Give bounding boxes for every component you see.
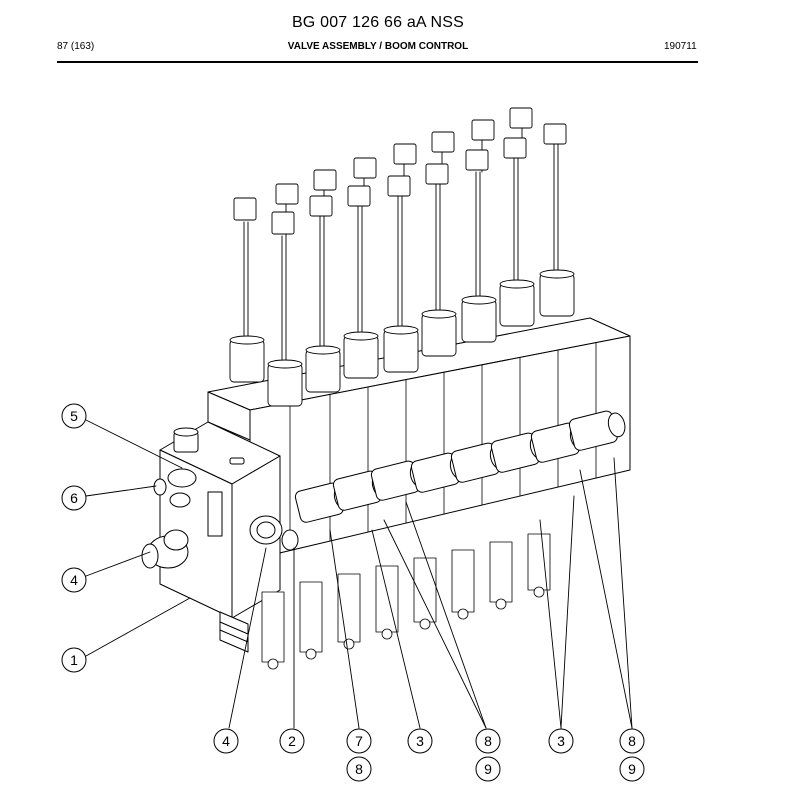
callout-5: 5	[61, 403, 87, 429]
section-title: VALVE ASSEMBLY / BOOM CONTROL	[287, 41, 469, 52]
page-number: 87 (163)	[57, 41, 95, 52]
solenoid-actuators	[294, 410, 626, 523]
svg-text:4: 4	[222, 733, 230, 749]
svg-text:2: 2	[288, 733, 296, 749]
callout-8-under-7: 8	[346, 756, 372, 782]
svg-text:3: 3	[557, 733, 565, 749]
svg-text:8: 8	[484, 733, 492, 749]
svg-text:8: 8	[355, 761, 363, 777]
callout-9-center: 9	[475, 756, 501, 782]
callout-2: 2	[279, 728, 305, 754]
svg-text:8: 8	[628, 733, 636, 749]
callout-balloons: 5 6 4 1 4 2 7 8	[61, 403, 645, 782]
callout-9-right: 9	[619, 756, 645, 782]
document-date: 190711	[664, 41, 697, 52]
callout-6: 6	[61, 485, 87, 511]
svg-text:9: 9	[628, 761, 636, 777]
callout-8-center: 8	[475, 728, 501, 754]
spool-ends	[261, 533, 551, 670]
document-code: BG 007 126 66 aA NSS	[291, 14, 465, 31]
callout-4-left: 4	[61, 567, 87, 593]
leader-lines	[85, 419, 633, 729]
svg-text:1: 1	[70, 652, 78, 668]
callout-8-right: 8	[619, 728, 645, 754]
callout-3-center: 3	[407, 728, 433, 754]
fittings	[141, 427, 299, 569]
callout-4-bottom: 4	[213, 728, 239, 754]
callout-1: 1	[61, 647, 87, 673]
svg-text:3: 3	[416, 733, 424, 749]
svg-text:7: 7	[355, 733, 363, 749]
svg-text:4: 4	[70, 572, 78, 588]
callout-3-right: 3	[548, 728, 574, 754]
header-rule	[57, 61, 698, 63]
coils-and-connectors	[229, 107, 575, 407]
callout-7: 7	[346, 728, 372, 754]
svg-text:9: 9	[484, 761, 492, 777]
svg-text:5: 5	[70, 408, 78, 424]
svg-text:6: 6	[70, 490, 78, 506]
